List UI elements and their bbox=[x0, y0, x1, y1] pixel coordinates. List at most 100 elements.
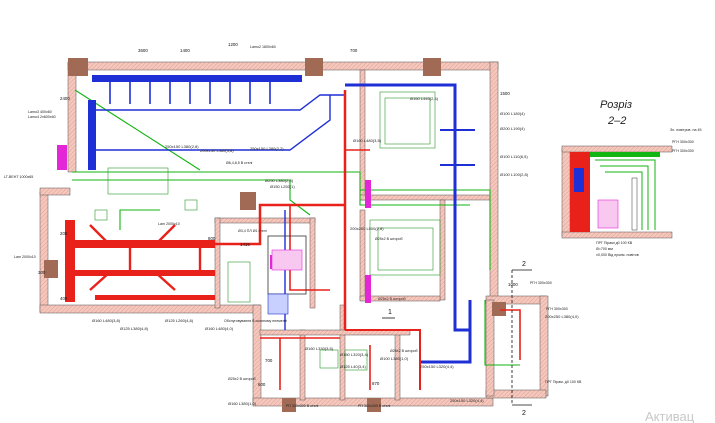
section-drain-line bbox=[595, 159, 656, 230]
section-number: 2–2 bbox=[607, 115, 626, 127]
dim-text: 700 bbox=[350, 48, 358, 53]
dim-text: 1000 bbox=[508, 282, 518, 287]
drain-lines bbox=[72, 89, 520, 366]
supply-main-duct bbox=[75, 240, 215, 248]
section-recirc-unit bbox=[597, 199, 619, 229]
duct-label: Ø160 L330(3,5) bbox=[305, 346, 334, 351]
grille-label: Ø6,4,8,5 В стелі bbox=[226, 161, 253, 165]
duct-label: 250х150 L320(4,4) bbox=[450, 398, 484, 403]
wall-east bbox=[489, 61, 499, 303]
duct-label: Ø160 L480(3,5) bbox=[353, 138, 382, 143]
partition-2 bbox=[359, 194, 491, 201]
columns bbox=[44, 58, 506, 412]
grille-label: Ø25х2 В штороб bbox=[378, 297, 406, 301]
section-drain-duct bbox=[590, 152, 660, 157]
column bbox=[367, 398, 381, 412]
supply-branch bbox=[154, 224, 176, 246]
dim-text: 1500 bbox=[500, 91, 510, 96]
furniture bbox=[94, 91, 441, 371]
section-marker-top: 2 bbox=[522, 261, 526, 268]
duct-label: Ø125 L380(4,8) bbox=[120, 326, 149, 331]
grille-label: Ø25х2 В штороб bbox=[375, 237, 403, 241]
ahu-fan bbox=[267, 293, 289, 315]
exhaust-duct bbox=[420, 300, 472, 364]
partition-11 bbox=[394, 329, 401, 401]
supply-duct bbox=[345, 329, 421, 390]
grille-label: Lamo4 2x600х60 bbox=[28, 115, 56, 119]
dim-text: 1200 bbox=[228, 42, 238, 47]
dim-text: 3600 bbox=[138, 48, 148, 53]
recirc-grille bbox=[365, 180, 371, 208]
column bbox=[44, 260, 58, 278]
dim-text: 870 bbox=[372, 381, 380, 386]
cabinet bbox=[227, 261, 251, 303]
section-drain-line bbox=[600, 165, 649, 230]
grille-label: Lam 2000х10 bbox=[14, 255, 36, 259]
duct-label: 250х150 L320(4,4) bbox=[420, 364, 454, 369]
wall-south-west bbox=[39, 304, 261, 314]
partition-4 bbox=[359, 209, 366, 301]
dim-text: 600 bbox=[258, 382, 266, 387]
bed-1-inner bbox=[384, 97, 431, 145]
supply-duct bbox=[289, 205, 330, 291]
section-label: РГН 300х300 bbox=[672, 149, 694, 153]
recirc-grille bbox=[365, 275, 371, 303]
supply-riser-west bbox=[65, 220, 75, 302]
wall-annex-south bbox=[485, 389, 547, 399]
section-slab-top bbox=[561, 145, 673, 153]
supply-branch bbox=[89, 271, 111, 291]
grille-label: РГН 300х300 bbox=[546, 307, 568, 311]
section-2-2-detail: Розріз 2–2 Зл. повітров. на 45 РГН 300х3… bbox=[561, 99, 701, 257]
recirc-elements bbox=[57, 145, 371, 303]
duct-label: Ø200 L190(4) bbox=[500, 126, 525, 131]
duct-label: 200х150 L460(3,8) bbox=[200, 148, 234, 153]
grille-label: Lam 2000х10 bbox=[158, 222, 180, 226]
supply-branch bbox=[154, 271, 176, 291]
column bbox=[492, 302, 506, 316]
grille-label: Ø3,4 ПЛ Ø1 стелі bbox=[238, 229, 267, 233]
grille-labels: Lamo2 1800х60 Lamo3 400х60 Lamo4 2x600х6… bbox=[4, 45, 582, 408]
watermark: Активац bbox=[645, 409, 695, 423]
drain-line bbox=[484, 300, 520, 366]
dim-text: 2400 bbox=[60, 96, 70, 101]
exhaust-main-duct bbox=[92, 75, 302, 82]
partition-5 bbox=[359, 295, 441, 302]
chair bbox=[184, 199, 198, 211]
table bbox=[107, 167, 169, 195]
dim-text: 400 bbox=[60, 296, 68, 301]
partition-7 bbox=[214, 217, 316, 224]
drain-line bbox=[360, 189, 491, 270]
grille-label: ПРГ Пірам. д0 100 КВ bbox=[545, 380, 582, 384]
section-drain-line bbox=[605, 171, 643, 230]
duct-label: Ø100 L180(4) bbox=[500, 111, 525, 116]
grille-label: LT-ВЕНТ 1000х65 bbox=[4, 175, 33, 179]
duct-label: Ø160 L480(4,0) bbox=[205, 326, 234, 331]
grille-label: РП 300х300 В стелі bbox=[358, 404, 391, 408]
sink bbox=[319, 349, 339, 369]
wall-west-lower bbox=[39, 191, 49, 313]
dim-text: 1415 bbox=[240, 242, 250, 247]
bed-2 bbox=[369, 219, 441, 276]
section-label: ПРГ Пірамі д0 100 КВ bbox=[596, 241, 633, 245]
duct-label: Ø150 L320(3,4) bbox=[340, 352, 369, 357]
supply-duct bbox=[95, 295, 215, 300]
exhaust-duct bbox=[96, 95, 331, 151]
supply-duct bbox=[500, 309, 521, 360]
partition-6 bbox=[299, 329, 306, 401]
duct-label: Ø250 L380(2,8) bbox=[265, 178, 294, 183]
section-label: ±0,000 Від проєм. повітов bbox=[596, 253, 639, 257]
section-label: Зл. повітров. на 45 bbox=[670, 128, 701, 132]
dimensions: 3600 1400 1200 700 2400 1500 1000 800 20… bbox=[38, 42, 518, 387]
toilet bbox=[344, 349, 368, 371]
grille-label: Ø25х2 В штороб bbox=[228, 377, 256, 381]
duct-label: Ø160 L380(1,0) bbox=[228, 401, 257, 406]
wall-west-upper bbox=[67, 61, 77, 173]
duct-label: Ø100 L110(6,5) bbox=[500, 154, 528, 159]
grille-label: Обслуговування В скляному елементі bbox=[224, 319, 287, 323]
duct-label: Ø100 L380(1,0) bbox=[380, 356, 409, 361]
section-frame bbox=[631, 177, 638, 231]
chair bbox=[94, 209, 108, 221]
exhaust-duct bbox=[96, 94, 345, 111]
section-wall-left bbox=[561, 147, 571, 237]
duct-label: Ø160 L480(3,8) bbox=[92, 318, 121, 323]
